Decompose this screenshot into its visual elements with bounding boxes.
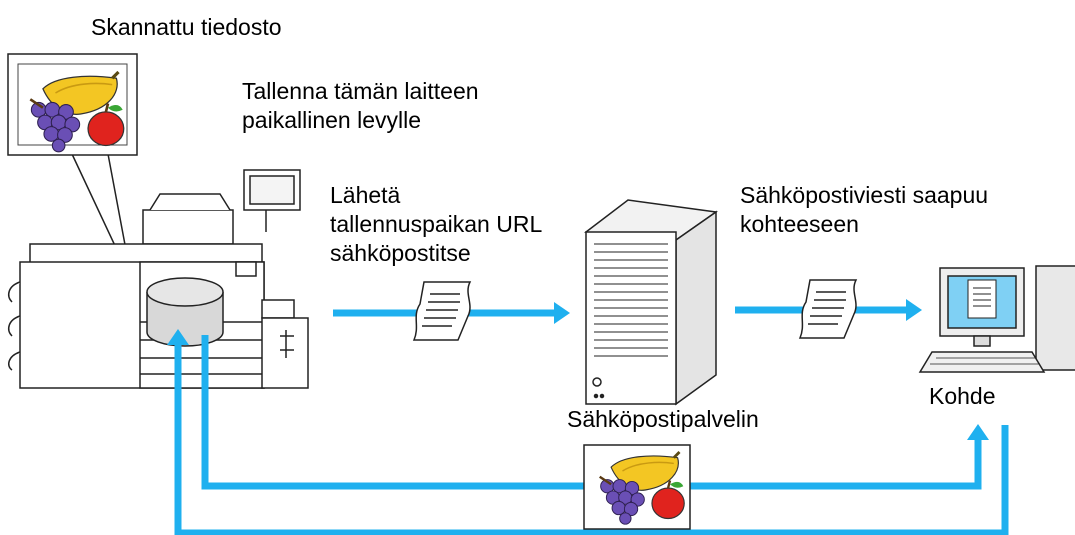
storage-disk-icon [146, 277, 224, 347]
email-server-icon [584, 199, 718, 406]
send-url-label: Lähetä tallennuspaikan URL sähköpostitse [330, 182, 543, 266]
arrowheads [167, 299, 989, 440]
document-icon [413, 281, 471, 341]
email-server-label: Sähköpostipalvelin [567, 406, 759, 432]
email-arrives-label: Sähköpostiviesti saapuu kohteeseen [740, 182, 989, 237]
arrow-access-path [174, 345, 1009, 535]
save-to-disk-label: Tallenna tämän laitteen paikallinen levy… [242, 78, 479, 133]
attachment-thumbnail-icon [583, 444, 691, 530]
document-icon [799, 279, 857, 339]
scanned-file-label: Skannattu tiedosto [91, 14, 282, 40]
multifunction-printer-icon [7, 169, 309, 389]
destination-label: Kohde [929, 383, 996, 409]
computer-icon [918, 265, 1075, 373]
